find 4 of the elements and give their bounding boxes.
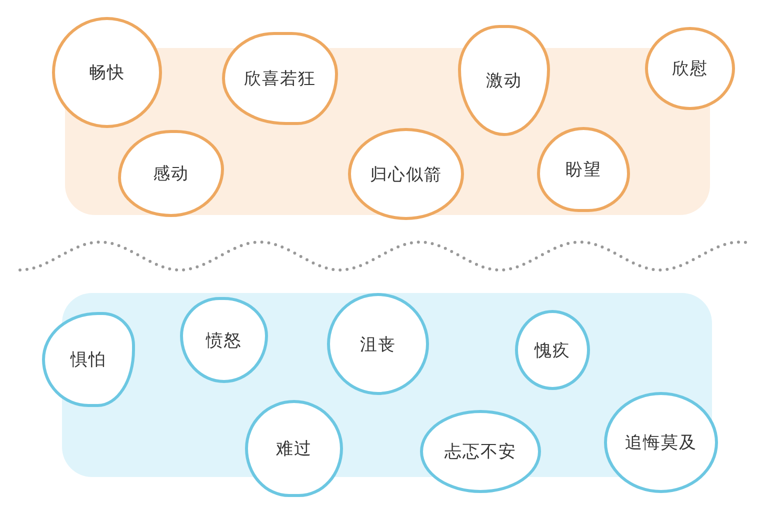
emotion-bubble: 畅快	[52, 17, 162, 128]
emotion-bubble: 追悔莫及	[604, 392, 718, 493]
emotion-bubble: 惧怕	[42, 312, 135, 407]
emotion-bubble: 欣慰	[645, 27, 735, 110]
